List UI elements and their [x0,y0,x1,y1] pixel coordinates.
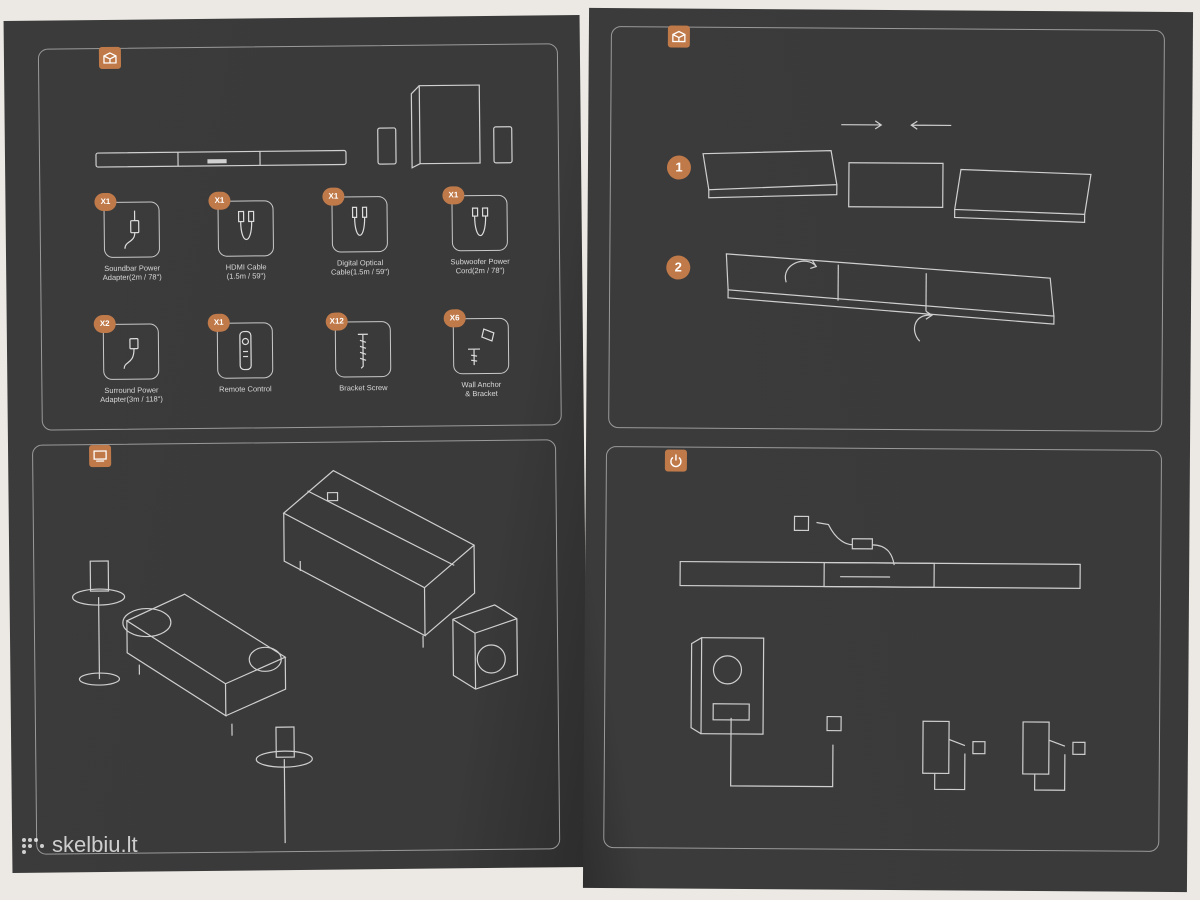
room-placement-illustration [71,469,519,844]
package-icon [98,46,122,70]
left-page: X1 Soundbar Power Adapter(2m / 78") X1 H… [3,15,589,873]
item-label: Digital Optical Cable(1.5m / 59") [330,258,390,277]
box-contents-panel: X1 Soundbar Power Adapter(2m / 78") X1 H… [37,43,562,431]
tv-icon [89,444,112,468]
power-connection-illustration [679,515,1086,791]
item-label: Bracket Screw [339,383,388,393]
right-page: 1 2 [582,7,1194,893]
item-label: Wall Anchor & Bracket [461,379,502,399]
box-item: X1 Soundbar Power Adapter(2m / 78") [86,192,177,283]
item-label: Surround Power Adapter(3m / 118") [100,385,163,405]
box-item: X1 Digital Optical Cable(1.5m / 59") [314,187,405,277]
surround-adapter-icon: X2 [93,314,160,381]
power-icon [664,449,687,472]
assembly-panel: 1 2 [608,25,1165,432]
box-item: X12 Bracket Screw [318,312,409,393]
item-label: Soundbar Power Adapter(2m / 78") [102,263,162,283]
item-label: HDMI Cable (1.5m / 59") [225,262,267,281]
soundbar-assembly-illustration [702,120,1092,342]
hdmi-cable-icon: X1 [208,191,275,257]
screw-icon: X12 [325,312,392,378]
power-connection-panel [603,446,1163,852]
optical-cable-icon: X1 [322,187,388,253]
package-icon [667,25,690,48]
power-adapter-icon: X1 [94,192,161,258]
wall-anchor-icon: X6 [443,309,510,375]
soundbar-system-illustration [95,84,513,169]
box-item: X6 Wall Anchor & Bracket [436,309,527,399]
box-item: X2 Surround Power Adapter(3m / 118") [86,314,177,405]
watermark-logo-icon [22,838,44,855]
box-item: X1 Subwoofer Power Cord(2m / 78") [434,186,525,276]
placement-panel [31,439,561,855]
item-label: Subwoofer Power Cord(2m / 78") [450,256,510,276]
box-item: X1 HDMI Cable (1.5m / 59") [200,191,291,281]
item-label: Remote Control [219,384,272,394]
remote-control-icon: X1 [207,313,274,379]
watermark: skelbiu.lt [20,832,138,858]
watermark-text: skelbiu.lt [52,832,138,857]
power-cord-icon: X1 [442,186,508,252]
box-item: X1 Remote Control [200,313,291,394]
